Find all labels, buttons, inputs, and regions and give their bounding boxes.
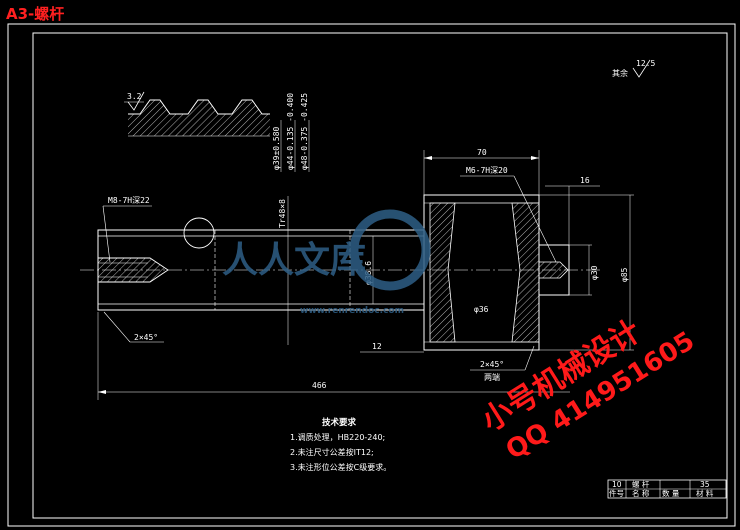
tech-req-item: 1.调质处理，HB220-240; — [290, 432, 385, 442]
cross-hole — [183, 217, 215, 249]
tb-part-no: 10 — [612, 480, 622, 489]
dim-trap-thread: Tr48×8 — [278, 199, 287, 228]
dim-d44: φ44-0.135 -0.400 — [286, 93, 295, 170]
roughness-general-symbol: 其余 12.5 — [612, 59, 655, 78]
blue-watermark-url: www.renrendoc.com — [300, 306, 404, 316]
dim-right-big-dia: φ85 — [620, 267, 629, 282]
dim-d48: φ48-0.375 -0.425 — [300, 93, 309, 170]
tech-req-item: 2.未注尺寸公差按IT12; — [290, 447, 374, 457]
dim-466-group: 466 — [97, 312, 570, 400]
left-chamfer-leader: 2×45° — [103, 311, 164, 343]
outer-border — [7, 23, 736, 527]
tb-head-no: 件号 — [609, 488, 624, 498]
tb-part-material: 35 — [700, 480, 710, 489]
tech-req-item: 3.未注形位公差按C级要求。 — [290, 462, 391, 472]
dim-len-70: 70 — [477, 148, 487, 157]
right-diameter-dims: φ30 φ85 — [539, 194, 634, 351]
left-tap-leader: M8-7H深22 — [102, 196, 152, 263]
tb-head-qty: 数 量 — [662, 488, 680, 498]
tb-head-name: 名 称 — [632, 488, 650, 498]
thread-profile-detail — [128, 99, 270, 137]
roughness-thread-value: 3.2 — [127, 92, 142, 101]
dim-12-group: 12 — [360, 342, 424, 353]
dim-len-466: 466 — [312, 381, 327, 390]
dim-left-chamfer: 2×45° — [134, 333, 158, 342]
red-watermark: 小号机械设计 QQ 414951605 — [476, 314, 700, 466]
dim-70-group: 70 — [423, 148, 540, 195]
dim-right-tap: M6-7H深20 — [466, 166, 508, 175]
dim-right-chamfer: 2×45° — [480, 360, 504, 369]
tb-part-name: 螺 杆 — [632, 479, 650, 489]
dim-d39: φ39±0.580 — [272, 126, 281, 170]
tb-head-material: 材 料 — [696, 488, 714, 498]
dim-right-small-dia: φ30 — [590, 265, 599, 280]
tech-req-heading: 技术要求 — [322, 417, 357, 428]
dim-left-tap: M8-7H深22 — [108, 196, 150, 205]
dim-len-16: 16 — [580, 176, 590, 185]
drawing-title: A3-螺杆 — [6, 5, 64, 23]
roughness-thread-symbol: 3.2 — [124, 91, 145, 111]
dim-16-group: 16 — [545, 176, 600, 245]
roughness-general-value: 12.5 — [636, 59, 655, 68]
both-ends-label: 两端 — [484, 372, 500, 382]
dim-len-12: 12 — [372, 342, 382, 351]
right-tap-leader: M6-7H深20 — [460, 166, 557, 263]
blue-watermark-text: 人人文库 — [222, 240, 366, 281]
tech-requirements: 技术要求 1.调质处理，HB220-240; 2.未注尺寸公差按IT12; 3.… — [290, 417, 391, 472]
dim-hole-dia: φ36 — [474, 305, 489, 314]
left-tapped-hole — [97, 257, 169, 283]
thread-diameter-dims: φ39±0.580 φ44-0.135 -0.400 φ48-0.375 -0.… — [272, 93, 310, 172]
title-block: 10 螺 杆 35 件号 名 称 数 量 材 料 — [607, 479, 727, 499]
blue-watermark: 人人文库 www.renrendoc.com — [222, 209, 431, 316]
right-chamfer-leader: 2×45° 两端 — [470, 345, 535, 382]
dim-shaft-dia: φ38.6 — [364, 261, 373, 285]
shaft-head — [423, 194, 570, 351]
roughness-general-prefix: 其余 — [612, 68, 628, 78]
inner-border — [32, 32, 728, 519]
